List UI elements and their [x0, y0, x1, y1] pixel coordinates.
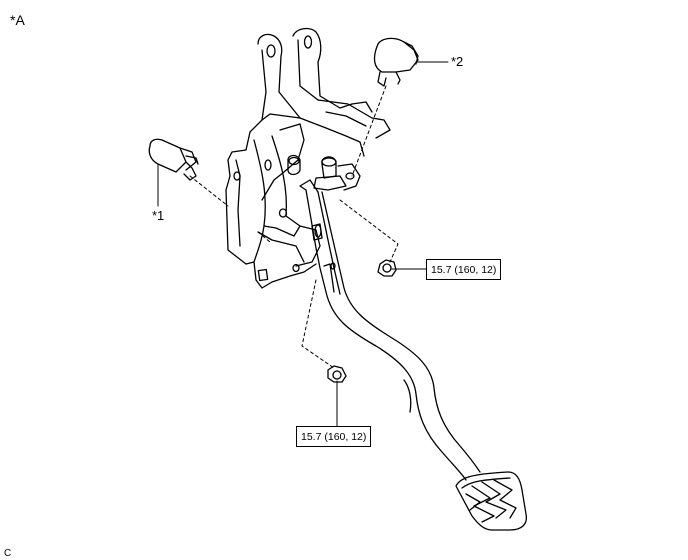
upper-nut [377, 259, 397, 277]
lower-nut [327, 365, 347, 383]
assembly-guide-lines [189, 85, 399, 369]
leader-lines [157, 61, 449, 427]
pedal-pad [455, 471, 528, 531]
footer-mark: C [4, 548, 12, 559]
callout-2-label: *2 [451, 54, 464, 69]
brake-pedal-lever [299, 156, 481, 481]
torque-spec-upper: 15.7 (160, 12) [426, 259, 502, 280]
pedal-stroke-sensor [373, 37, 419, 87]
view-label: *A [10, 12, 25, 28]
torque-spec-lower: 15.7 (160, 12) [296, 426, 372, 447]
pedal-support-bracket [225, 27, 391, 289]
callout-1-label: *1 [152, 208, 165, 223]
stop-light-switch [148, 138, 199, 181]
